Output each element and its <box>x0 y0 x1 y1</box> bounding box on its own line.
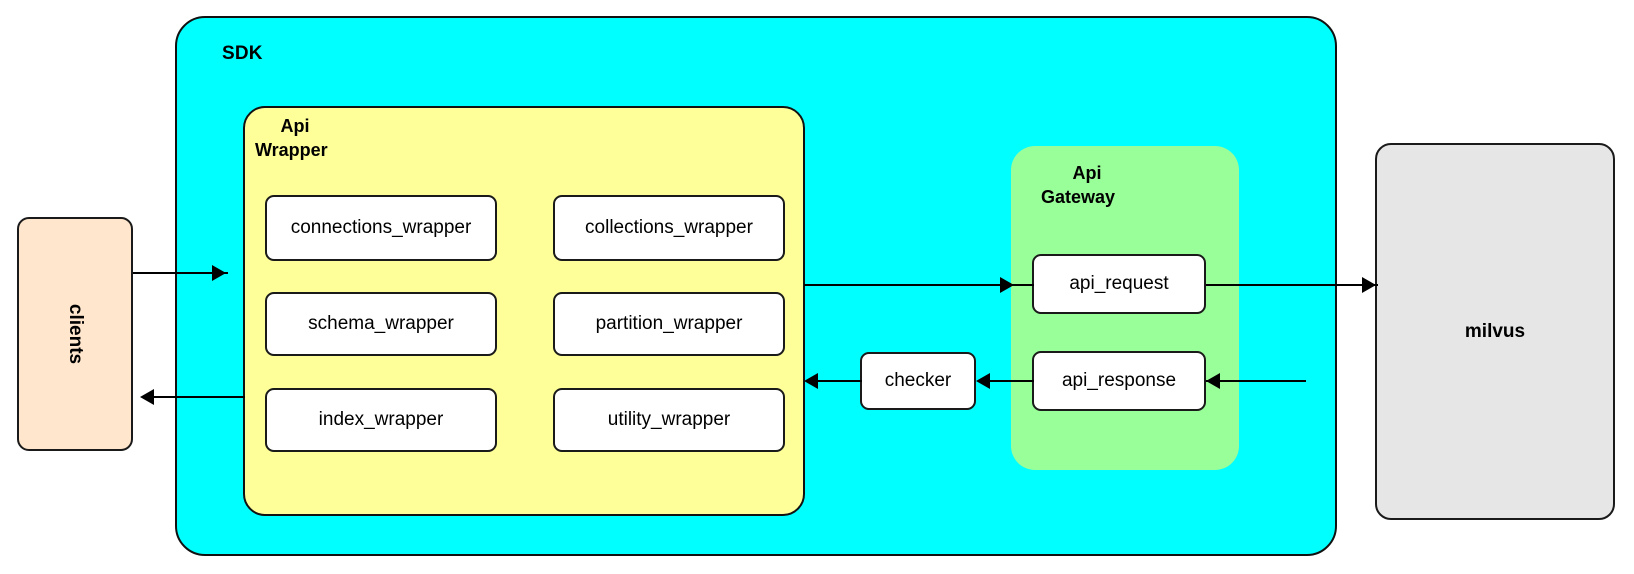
connector-wrapper-to-clients <box>150 396 245 398</box>
arrowhead-checker-to-wrapper <box>804 373 818 389</box>
node-connections-wrapper[interactable]: connections_wrapper <box>265 195 497 261</box>
arrowhead-clients-to-wrapper <box>212 265 226 281</box>
node-schema-wrapper[interactable]: schema_wrapper <box>265 292 497 356</box>
node-index-wrapper[interactable]: index_wrapper <box>265 388 497 452</box>
api-gateway-label: Api Gateway <box>1041 162 1201 210</box>
arrowhead-milvus-to-response <box>1206 373 1220 389</box>
arrowhead-wrapper-to-clients <box>140 389 154 405</box>
connector-checker-to-wrapper <box>816 380 862 382</box>
node-api-response[interactable]: api_response <box>1032 351 1206 411</box>
node-api-request[interactable]: api_request <box>1032 254 1206 314</box>
node-partition-wrapper[interactable]: partition_wrapper <box>553 292 785 356</box>
arrowhead-request-to-milvus <box>1362 277 1376 293</box>
sdk-label: SDK <box>222 43 263 64</box>
connector-response-to-checker <box>988 380 1034 382</box>
api-wrapper-label-line1: Api <box>280 116 310 136</box>
clients-box[interactable]: clients <box>17 217 133 451</box>
api-gateway-label-line1: Api <box>1072 163 1102 183</box>
milvus-box[interactable]: milvus <box>1375 143 1615 520</box>
connector-request-to-milvus <box>1206 284 1378 286</box>
arrowhead-wrapper-to-gateway <box>1000 277 1014 293</box>
api-wrapper-label-line2: Wrapper <box>255 139 328 160</box>
connector-wrapper-to-gateway <box>804 284 1034 286</box>
api-wrapper-label: Api Wrapper <box>255 115 405 163</box>
clients-label: clients <box>64 303 86 365</box>
node-checker[interactable]: checker <box>860 352 976 410</box>
connector-clients-to-wrapper <box>133 272 228 274</box>
connector-milvus-to-response <box>1206 380 1306 382</box>
node-utility-wrapper[interactable]: utility_wrapper <box>553 388 785 452</box>
node-collections-wrapper[interactable]: collections_wrapper <box>553 195 785 261</box>
arrowhead-response-to-checker <box>976 373 990 389</box>
api-gateway-label-line2: Gateway <box>1041 186 1116 207</box>
